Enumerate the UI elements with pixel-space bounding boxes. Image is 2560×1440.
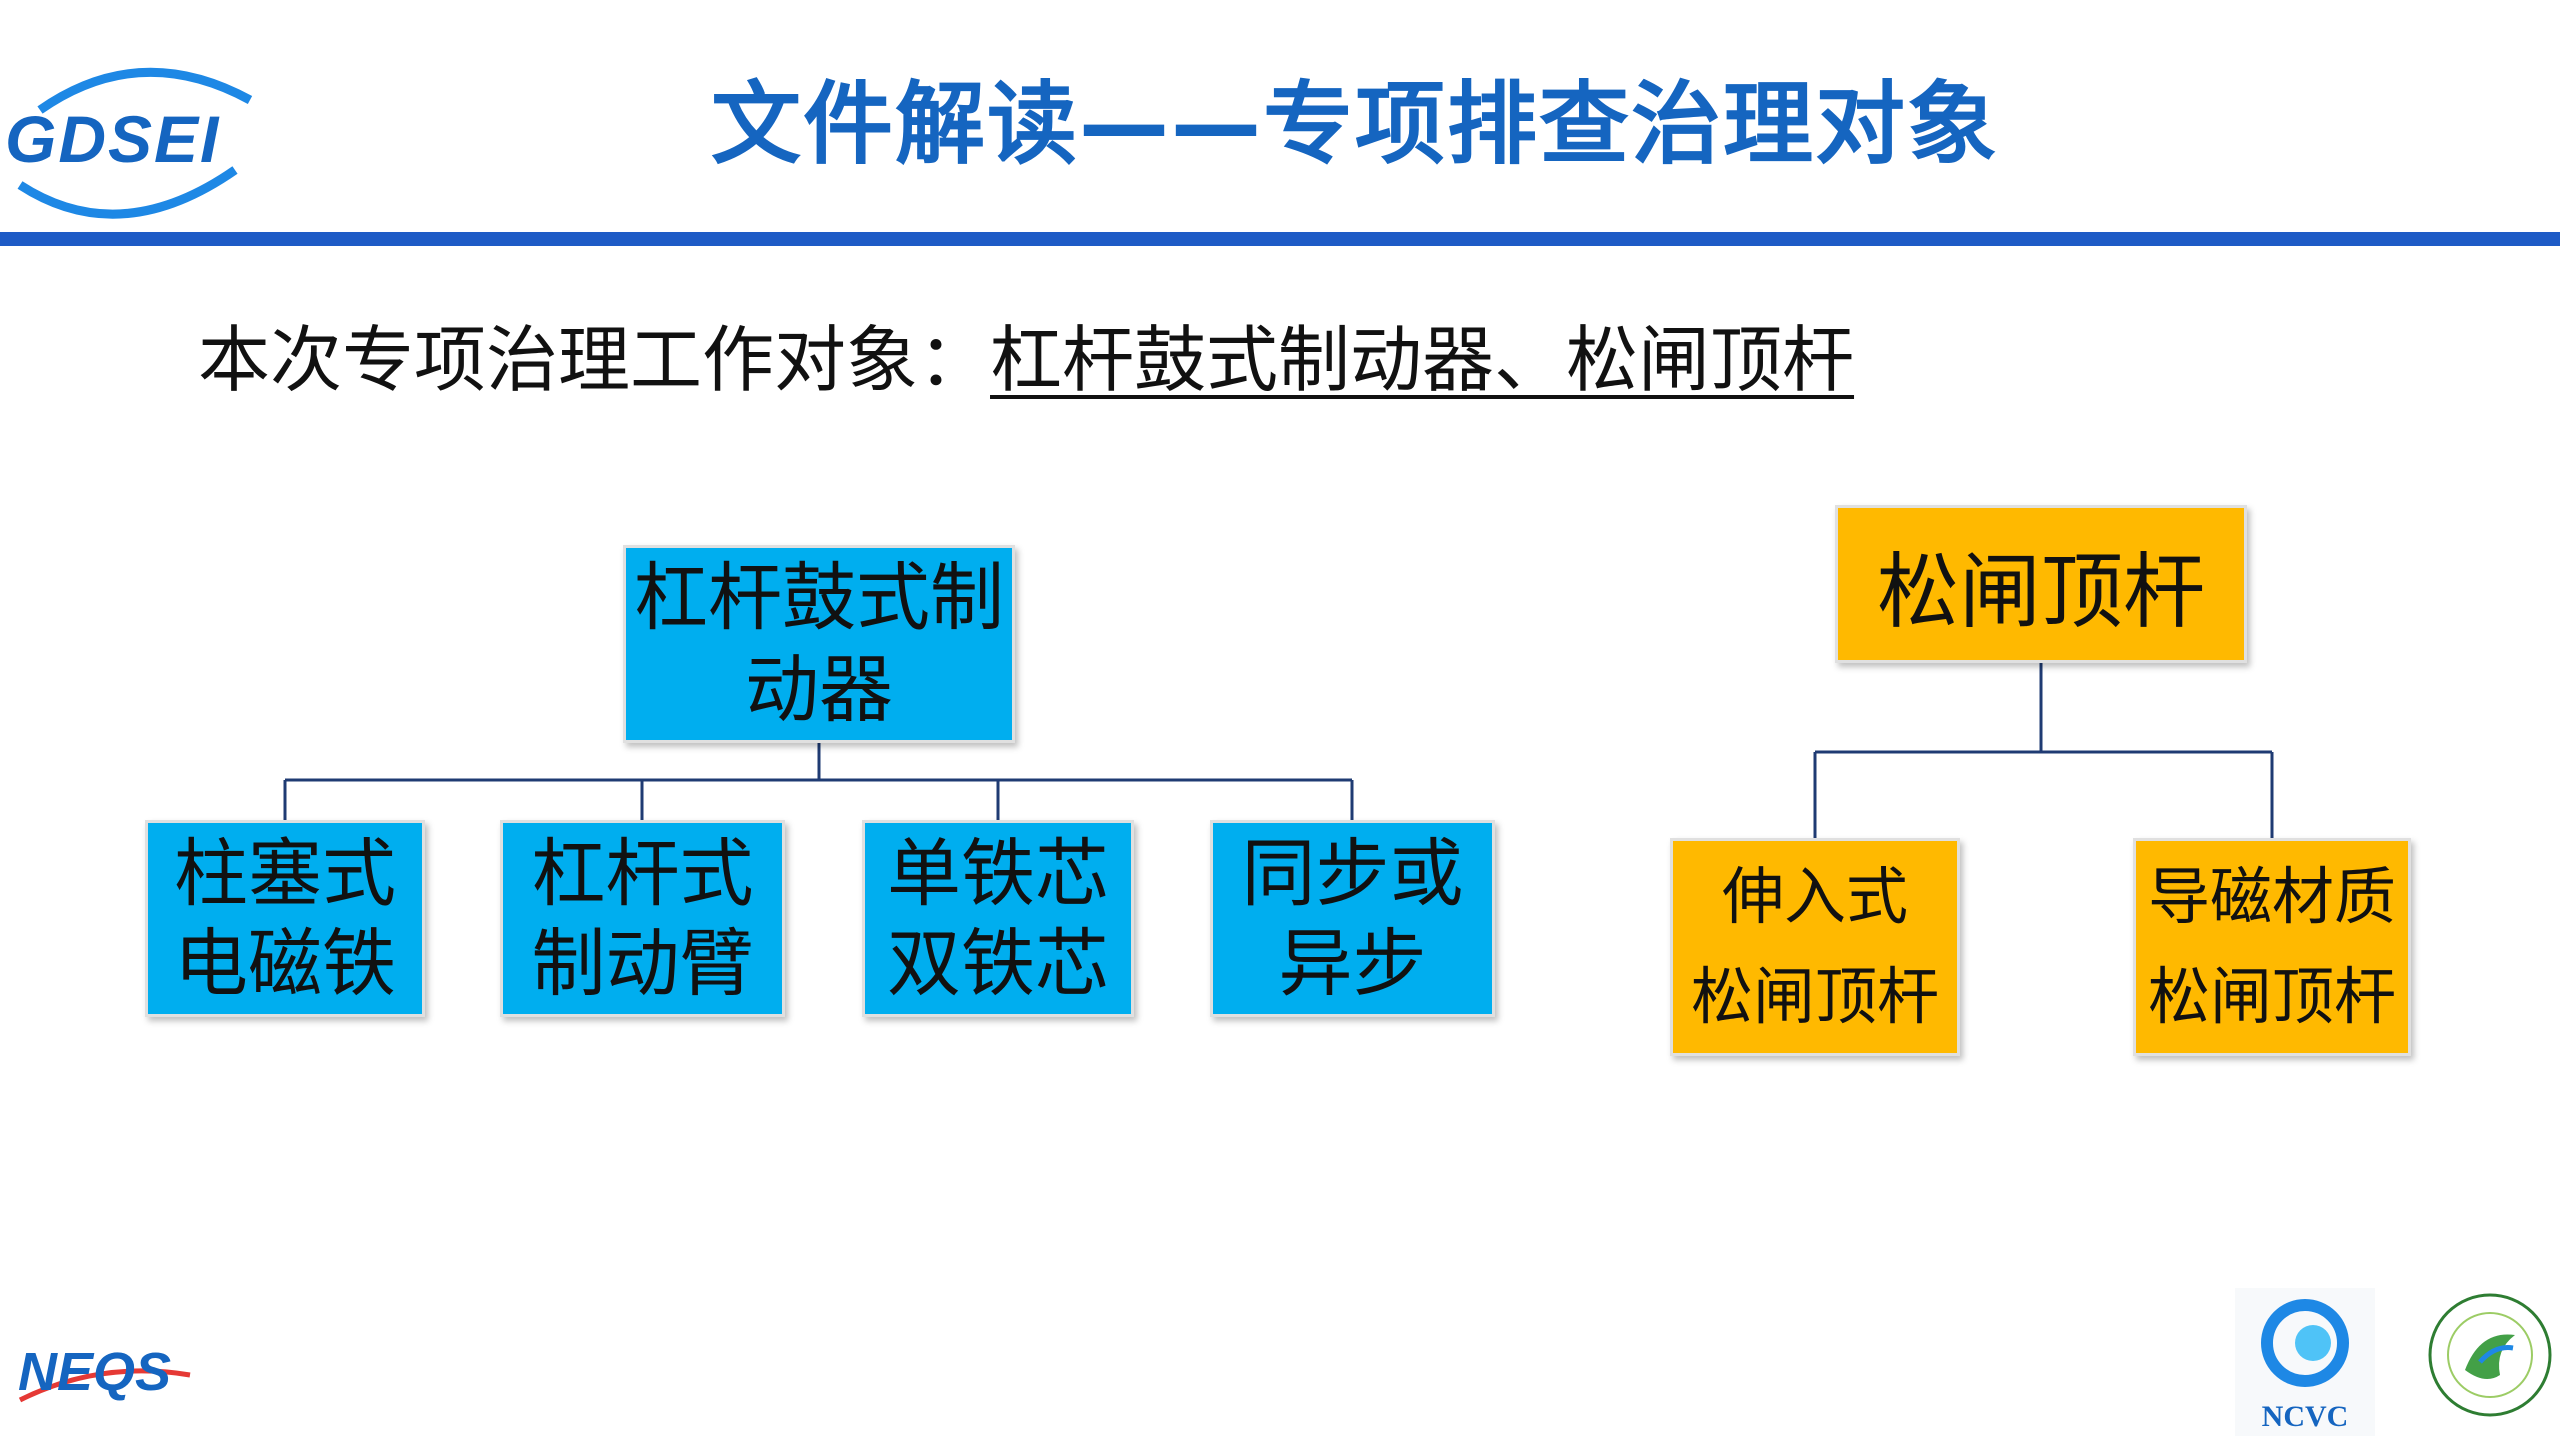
subtitle-objects: 杠杆鼓式制动器、松闸顶杆 <box>990 318 1855 402</box>
box-sync-async-line1: 同步或 <box>1241 830 1464 917</box>
box-lever-brake-arm-line2: 制动臂 <box>531 920 754 1007</box>
subtitle-prefix: 本次专项治理工作对象： <box>198 318 991 402</box>
box-insert-release-rod: 伸入式 松闸顶杆 <box>1670 838 1960 1056</box>
subtitle: 本次专项治理工作对象：杠杆鼓式制动器、松闸顶杆 <box>198 310 1854 410</box>
gdsei-logo-text: GDSEI <box>5 102 220 176</box>
box-sync-async: 同步或 异步 <box>1210 820 1495 1017</box>
gdsei-logo: GDSEI <box>5 67 253 219</box>
slide-title: 文件解读——专项排查治理对象 <box>711 72 1999 177</box>
box-magnetic-release-rod-line1: 导磁材质 <box>2147 860 2396 933</box>
box-lever-drum-brake-line2: 动器 <box>745 647 893 733</box>
box-magnetic-release-rod-line2: 松闸顶杆 <box>2147 960 2396 1033</box>
box-magnetic-release-rod: 导磁材质 松闸顶杆 <box>2133 838 2411 1056</box>
box-lever-drum-brake-line1: 杠杆鼓式制 <box>634 555 1004 641</box>
box-iron-core: 单铁芯 双铁芯 <box>862 820 1134 1017</box>
box-lever-brake-arm-line1: 杠杆式 <box>531 830 754 917</box>
neqs-logo: NEQS <box>18 1342 191 1403</box>
box-plunger-electromagnet: 柱塞式 电磁铁 <box>145 820 425 1017</box>
box-release-rod-label: 松闸顶杆 <box>1876 544 2205 640</box>
neqs-logo-text: NEQS <box>18 1342 171 1402</box>
box-lever-brake-arm: 杠杆式 制动臂 <box>500 820 785 1017</box>
box-sync-async-line2: 异步 <box>1278 920 1427 1007</box>
box-plunger-electromagnet-line2: 电磁铁 <box>174 920 396 1007</box>
round-emblem-logo <box>2428 1293 2552 1417</box>
box-lever-drum-brake: 杠杆鼓式制 动器 <box>623 545 1015 743</box>
box-insert-release-rod-line1: 伸入式 <box>1721 860 1908 933</box>
ncvc-logo: NCVC <box>2235 1288 2375 1436</box>
box-release-rod: 松闸顶杆 <box>1835 505 2247 663</box>
header-divider <box>0 232 2560 246</box>
box-plunger-electromagnet-line1: 柱塞式 <box>174 830 396 917</box>
box-insert-release-rod-line2: 松闸顶杆 <box>1690 960 1939 1033</box>
box-iron-core-line2: 双铁芯 <box>887 920 1109 1007</box>
box-iron-core-line1: 单铁芯 <box>887 830 1109 917</box>
ncvc-logo-text: NCVC <box>2262 1400 2349 1433</box>
